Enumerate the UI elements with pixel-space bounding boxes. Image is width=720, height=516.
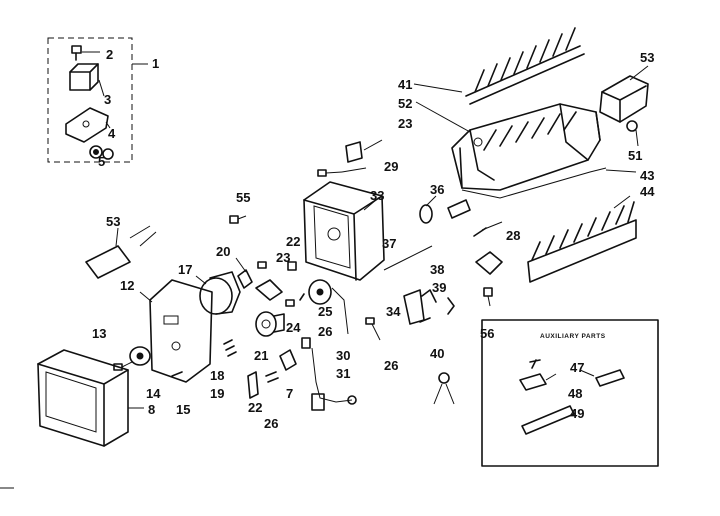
part-26-screw-a xyxy=(285,299,295,307)
part-40-wire xyxy=(433,372,455,405)
label-53: 53 xyxy=(106,214,120,229)
label-34: 34 xyxy=(386,304,401,319)
label-22: 22 xyxy=(248,400,262,415)
label-40: 40 xyxy=(430,346,444,361)
part-23-clip xyxy=(345,139,383,163)
part-26-screw-b xyxy=(365,317,381,341)
label-37: 37 xyxy=(382,236,396,251)
label-25: 25 xyxy=(318,304,332,319)
label-55: 55 xyxy=(236,190,250,205)
part-8-cover xyxy=(37,349,144,447)
part-30-harness xyxy=(311,347,357,411)
label-27: 24 xyxy=(286,320,301,335)
label-18: 18 xyxy=(210,368,224,383)
part-4-bracket xyxy=(65,107,111,143)
label-43: 43 xyxy=(640,168,654,183)
part-38-spring xyxy=(419,289,437,323)
label-48: 48 xyxy=(568,386,582,401)
label-14: 13 xyxy=(92,326,106,341)
part-56-screw xyxy=(483,287,493,307)
part-3-switch xyxy=(69,63,105,97)
part-44-rake xyxy=(527,195,637,283)
label-17: 17 xyxy=(178,262,192,277)
label-23-mid: 23 xyxy=(276,250,290,265)
group-1-box xyxy=(47,37,133,163)
part-14-screw xyxy=(113,361,133,371)
label-41: 41 xyxy=(398,77,412,92)
label-12: 12 xyxy=(120,278,134,293)
label-26-b: 26 xyxy=(384,358,398,373)
part-20-gear xyxy=(235,257,283,301)
label-3: 3 xyxy=(104,92,111,107)
label-31: 31 xyxy=(336,366,350,381)
part-52-cover xyxy=(599,65,649,123)
part-15-pin xyxy=(171,371,183,377)
label-56: 56 xyxy=(480,326,494,341)
part-5-nut xyxy=(89,145,114,160)
label-15: 15 xyxy=(176,402,190,417)
label-24: 22 xyxy=(286,234,300,249)
part-41-ejector xyxy=(413,27,585,105)
label-33: 33 xyxy=(370,188,384,203)
label-38: 38 xyxy=(430,262,444,277)
label-23-top: 23 xyxy=(398,116,412,131)
part-13-knob xyxy=(129,346,151,366)
label-30: 30 xyxy=(336,348,350,363)
label-36: 36 xyxy=(430,182,444,197)
part-55-screw xyxy=(229,215,247,224)
part-36-seal xyxy=(419,195,471,224)
part-25-cam xyxy=(299,279,349,335)
part-49-tube xyxy=(521,405,575,435)
label-26-a: 26 xyxy=(318,324,332,339)
part-18-spring xyxy=(223,339,237,357)
part-23-lower xyxy=(257,261,267,269)
label-20: 20 xyxy=(216,244,230,259)
part-53-tag xyxy=(85,225,157,279)
part-51-mold xyxy=(415,101,601,191)
label-2: 2 xyxy=(106,47,113,62)
part-50-fastener xyxy=(626,120,639,147)
auxiliary-parts-box: AUXILIARY PARTS xyxy=(481,319,659,467)
label-50: 51 xyxy=(628,148,642,163)
label-1: 1 xyxy=(152,56,159,71)
part-34-clip xyxy=(403,289,425,325)
part-47-fitting xyxy=(579,369,625,387)
label-39: 39 xyxy=(432,280,446,295)
part-19-bracket xyxy=(247,371,259,399)
part-12-plate xyxy=(139,279,213,383)
label-13: 14 xyxy=(146,386,161,401)
label-51: 52 xyxy=(398,96,412,111)
part-43-heater xyxy=(461,167,637,199)
part-21-thermostat xyxy=(255,311,285,337)
label-21: 21 xyxy=(254,348,268,363)
label-44: 44 xyxy=(640,184,655,199)
label-7: 7 xyxy=(286,386,293,401)
label-8: 8 xyxy=(148,402,155,417)
auxiliary-title: AUXILIARY PARTS xyxy=(540,333,606,340)
part-27-clip xyxy=(301,337,311,349)
label-19: 19 xyxy=(210,386,224,401)
label-28: 28 xyxy=(506,228,520,243)
part-24-screw xyxy=(287,261,297,271)
part-48-valve xyxy=(519,359,557,391)
part-17-motor xyxy=(195,271,241,315)
label-47: 47 xyxy=(570,360,584,375)
part-37-tube xyxy=(383,245,433,271)
part-33-housing xyxy=(303,181,385,281)
part-7-switch xyxy=(279,349,297,371)
label-52: 53 xyxy=(640,50,654,65)
label-4: 4 xyxy=(108,126,116,141)
part-2-screw xyxy=(71,45,100,61)
part-39-link xyxy=(447,297,455,315)
part-22-screw xyxy=(265,371,279,383)
part-28-bracket xyxy=(473,221,503,275)
label-26-c: 26 xyxy=(264,416,278,431)
label-49: 49 xyxy=(570,406,584,421)
part-29-screw xyxy=(317,167,367,177)
label-29: 29 xyxy=(384,159,398,174)
label-5: 5 xyxy=(98,154,105,169)
